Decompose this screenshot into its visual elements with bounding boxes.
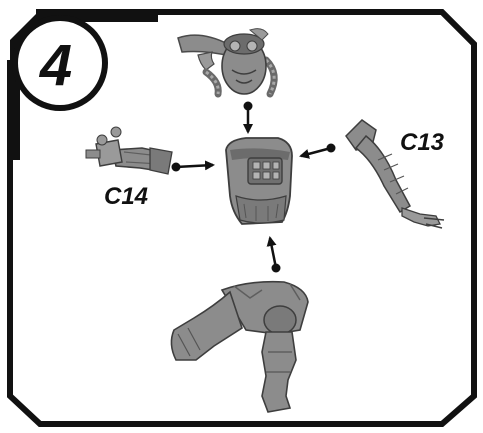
step-number: 4 bbox=[39, 33, 72, 98]
label-c14: C14 bbox=[104, 183, 148, 210]
torso-part bbox=[226, 138, 292, 224]
label-c13: C13 bbox=[400, 129, 445, 156]
